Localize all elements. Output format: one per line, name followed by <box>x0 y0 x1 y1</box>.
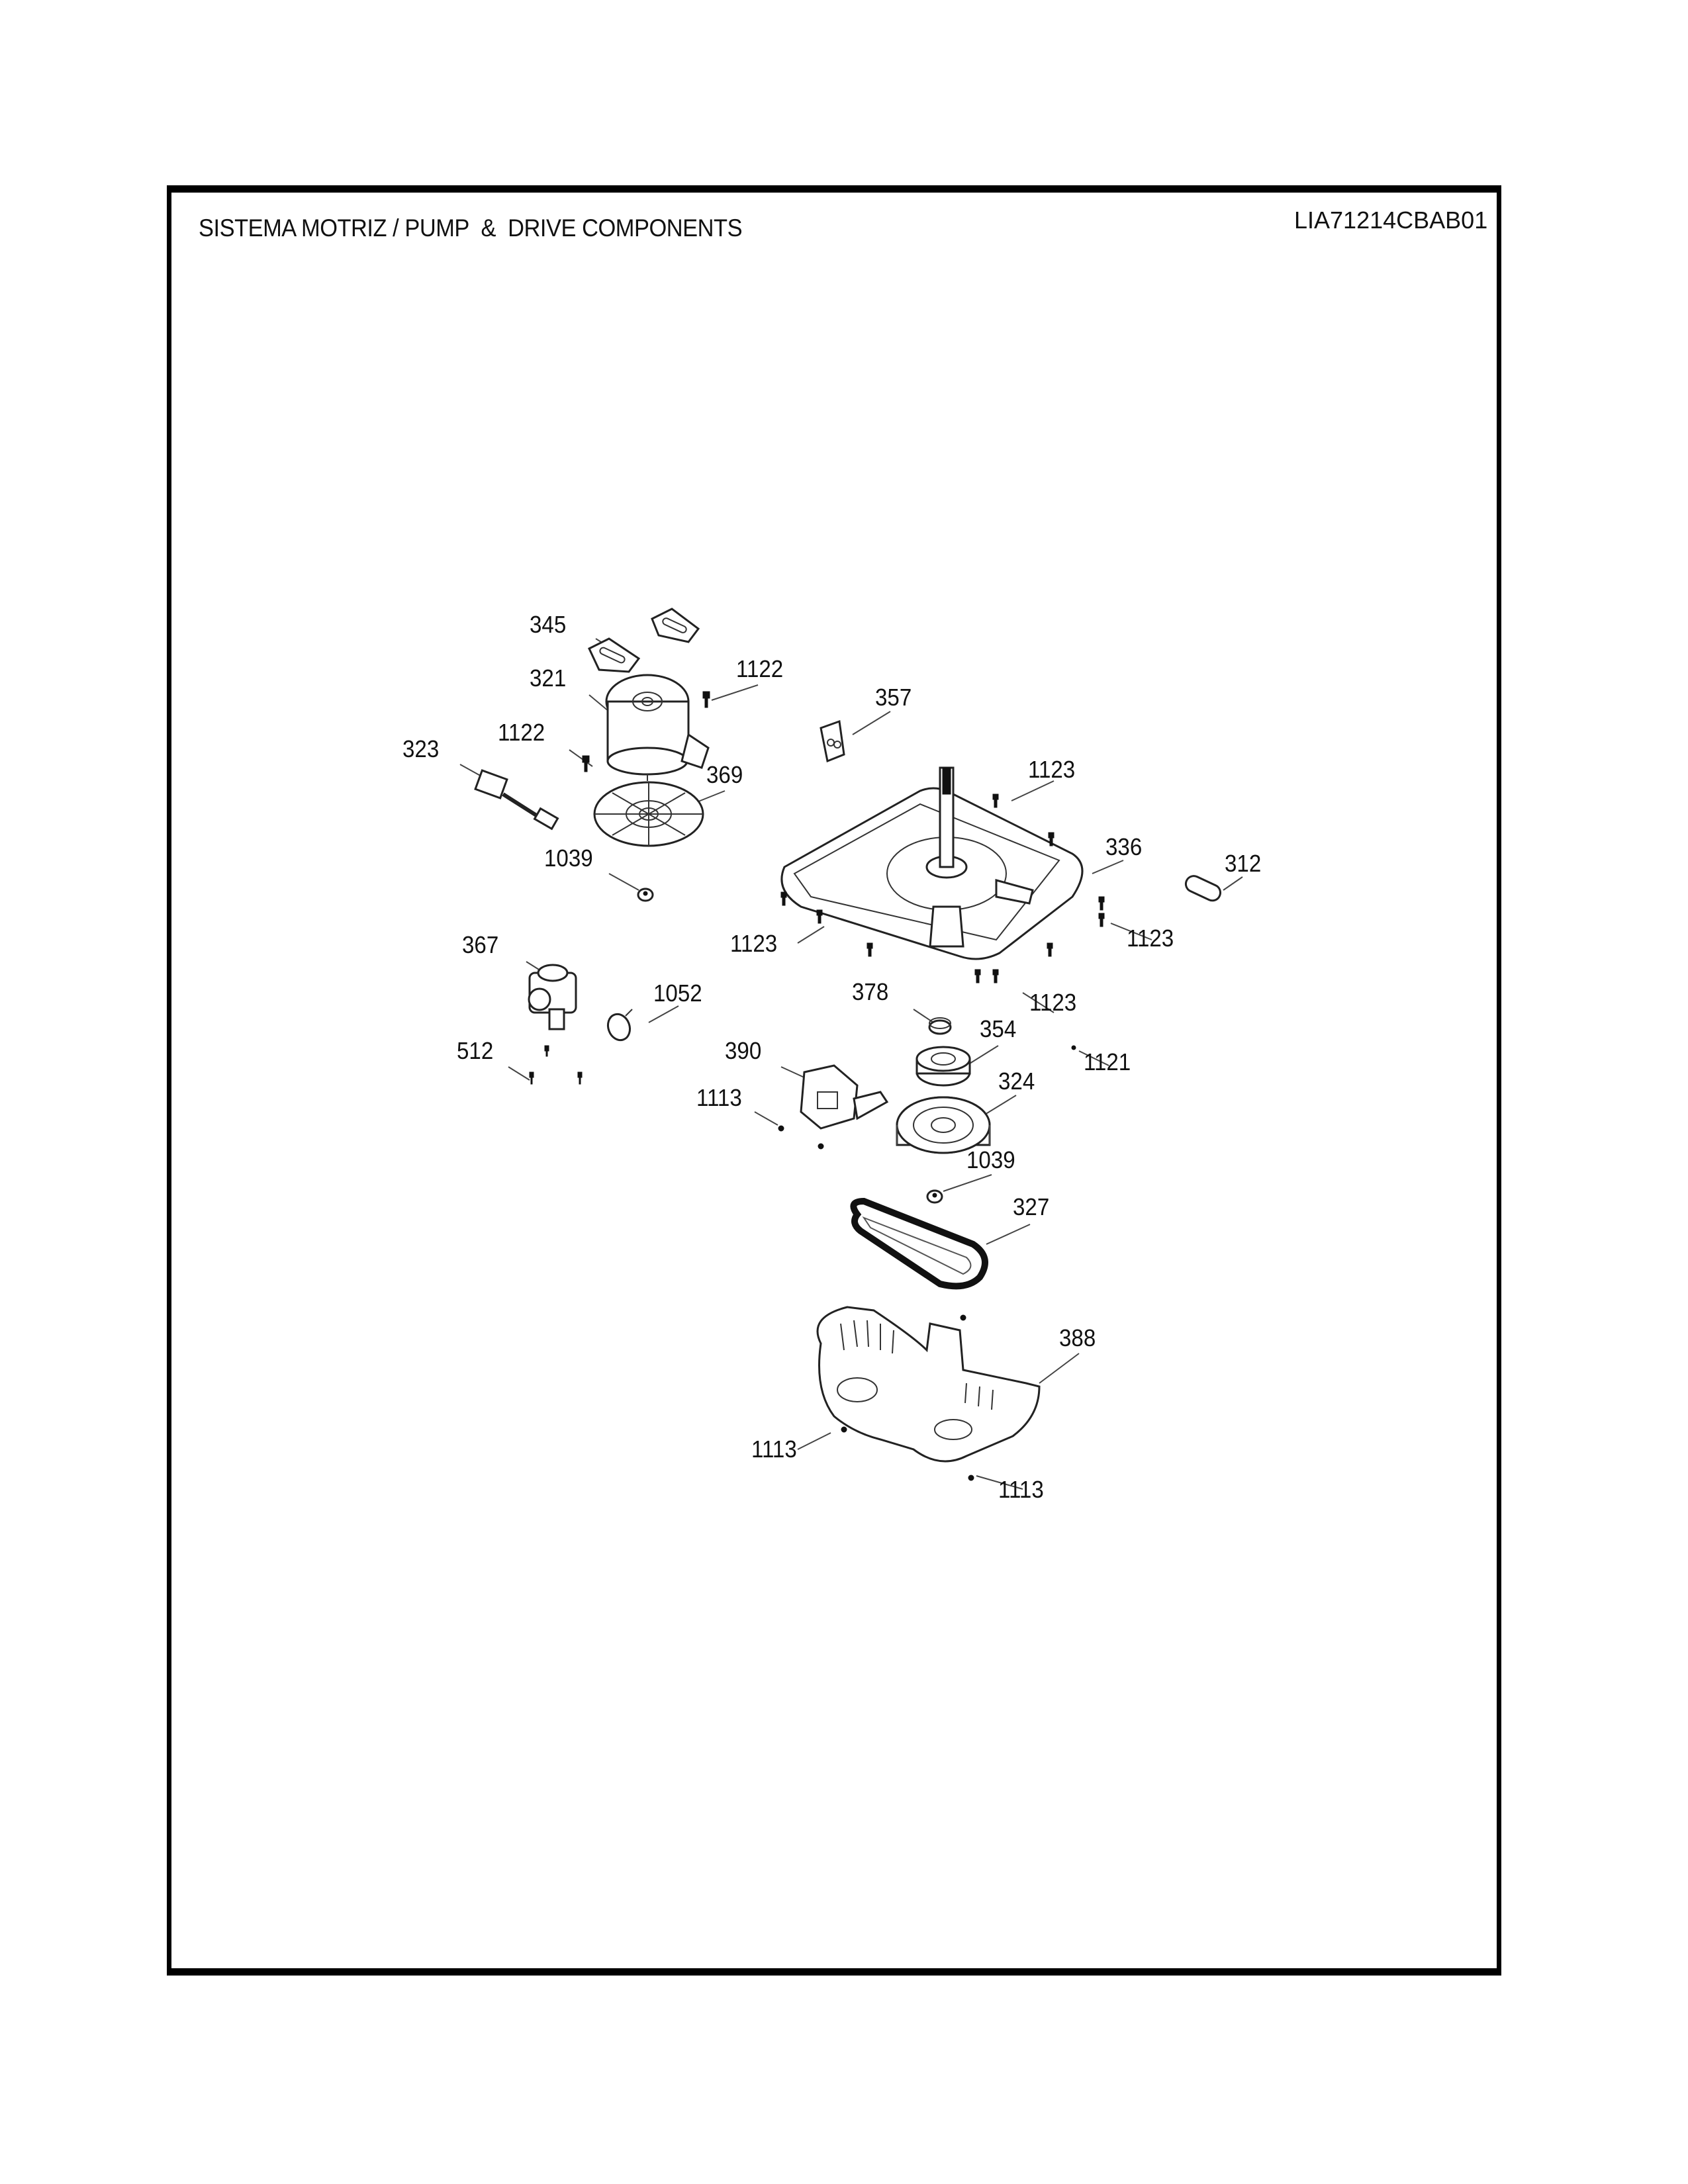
callout-1122-b: 1122 <box>498 719 545 746</box>
leader-390 <box>780 1066 805 1078</box>
part-1122-screws <box>582 691 710 772</box>
part-327-belt <box>850 1197 988 1290</box>
callout-1052: 1052 <box>653 979 702 1007</box>
leader-1123-c <box>1110 923 1152 940</box>
leader-1113-b <box>797 1432 831 1450</box>
part-321-motor <box>605 674 710 781</box>
callout-336: 336 <box>1105 833 1143 860</box>
part-367-drain-pump <box>528 964 577 1030</box>
page-border-frame <box>167 185 1501 1976</box>
callout-1113-c: 1113 <box>998 1476 1044 1503</box>
leader-1113-a <box>754 1111 778 1126</box>
leader-1122-a <box>711 684 759 701</box>
callout-357: 357 <box>875 684 912 711</box>
leader-336 <box>1092 860 1124 874</box>
callout-1123-a: 1123 <box>1028 756 1076 783</box>
callout-1113-b: 1113 <box>751 1435 797 1463</box>
callout-354: 354 <box>980 1015 1017 1042</box>
callout-367: 367 <box>462 931 499 958</box>
callout-1039-b: 1039 <box>966 1146 1015 1173</box>
callout-1123-c: 1123 <box>1127 925 1174 952</box>
callout-321: 321 <box>530 664 567 692</box>
callout-390: 390 <box>725 1037 762 1064</box>
callout-369: 369 <box>706 761 743 788</box>
part-378-bushing <box>928 1017 952 1035</box>
leader-512 <box>508 1066 530 1081</box>
callout-345: 345 <box>530 611 567 638</box>
callout-1123-b: 1123 <box>730 930 778 957</box>
part-336-base-plate <box>780 766 1084 960</box>
callout-327: 327 <box>1013 1193 1050 1220</box>
leader-1123-b <box>797 926 825 944</box>
part-1113-screws-a <box>778 1125 824 1150</box>
leader-1123-d <box>1022 992 1055 1013</box>
leader-312 <box>1223 876 1243 891</box>
part-512-screws <box>529 1045 583 1085</box>
callout-512: 512 <box>457 1037 494 1064</box>
leader-1113-c <box>976 1475 1023 1490</box>
callout-378: 378 <box>852 978 889 1005</box>
leader-354 <box>966 1045 999 1066</box>
leader-1123-a <box>1011 780 1055 801</box>
part-1052-clamp <box>606 1009 633 1042</box>
part-1123-screws <box>780 794 1105 983</box>
part-388-pulley-cover <box>816 1306 1041 1463</box>
part-1121-screw <box>1071 1045 1076 1050</box>
part-324-pulley <box>896 1096 991 1154</box>
leader-1039-b <box>943 1174 992 1192</box>
leader-327 <box>986 1224 1031 1245</box>
leader-1122-b <box>569 749 593 767</box>
part-369-fan <box>593 781 704 847</box>
part-345-mount-pads <box>588 608 700 673</box>
part-1113-screws-b <box>841 1314 974 1481</box>
part-323-harness <box>474 769 559 831</box>
callout-1113-a: 1113 <box>696 1084 742 1111</box>
leader-357 <box>852 711 891 735</box>
part-390-brake-actuator <box>800 1064 889 1130</box>
callout-312: 312 <box>1225 850 1262 877</box>
callout-324: 324 <box>998 1068 1035 1095</box>
callout-1121: 1121 <box>1084 1048 1131 1075</box>
part-1039-nut-b <box>926 1189 943 1204</box>
leader-388 <box>1039 1353 1080 1384</box>
callout-323: 323 <box>402 735 440 762</box>
model-code: LIA71214CBAB01 <box>1294 206 1488 234</box>
part-312-capacitor <box>1184 875 1222 902</box>
callout-1039-a: 1039 <box>544 844 593 872</box>
callout-1123-d: 1123 <box>1029 989 1077 1016</box>
callout-1122-a: 1122 <box>736 655 784 682</box>
leader-1039-a <box>608 873 639 891</box>
part-354-clutch-gear <box>915 1046 971 1087</box>
part-1039-nut-a <box>637 887 654 902</box>
callout-388: 388 <box>1059 1324 1096 1351</box>
leader-1121 <box>1078 1050 1109 1066</box>
diagram-title: SISTEMA MOTRIZ / PUMP & DRIVE COMPONENTS <box>199 214 743 242</box>
part-357-bracket <box>820 719 845 763</box>
leader-1052 <box>648 1005 679 1023</box>
